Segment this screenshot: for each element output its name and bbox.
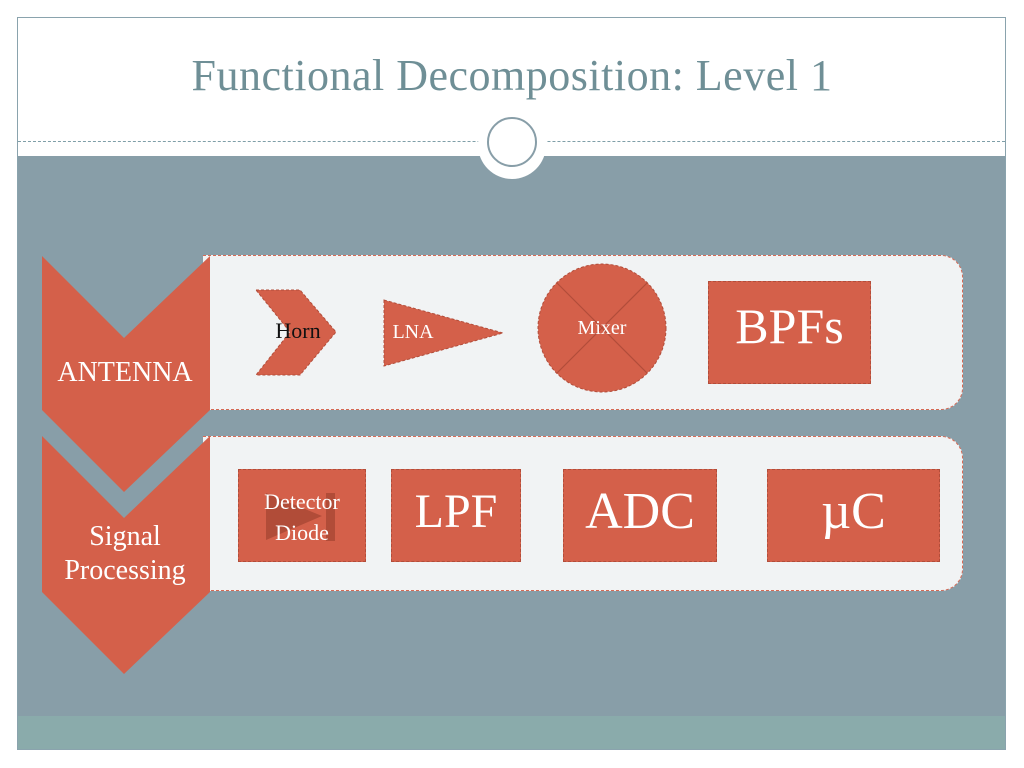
slide-title: Functional Decomposition: Level 1 — [191, 51, 833, 100]
lpf-block: LPF — [391, 469, 521, 562]
mixer-label: Mixer — [577, 317, 627, 339]
detector-diode-label: Detector Diode — [238, 486, 366, 548]
signal-label-line1: Signal — [89, 521, 161, 552]
microcontroller-block: µC — [767, 469, 940, 562]
detector-label-line2: Diode — [275, 520, 329, 545]
mixer-shape — [537, 263, 667, 393]
signal-label-line2: Processing — [64, 555, 186, 586]
signal-processing-chevron — [42, 436, 210, 674]
antenna-chevron — [42, 256, 210, 492]
lna-label: LNA — [392, 321, 434, 343]
lna-shape — [383, 299, 505, 367]
adc-block: ADC — [563, 469, 717, 562]
bpfs-block: BPFs — [708, 281, 871, 384]
detector-label-line1: Detector — [264, 489, 340, 514]
horn-label: Horn — [275, 318, 321, 343]
title-ornament-circle — [487, 117, 537, 167]
antenna-stage-label: ANTENNA — [57, 357, 193, 388]
signal-processing-stage-label: Signal Processing — [40, 520, 210, 588]
footer-band — [18, 716, 1005, 749]
horn-shape — [254, 289, 337, 376]
